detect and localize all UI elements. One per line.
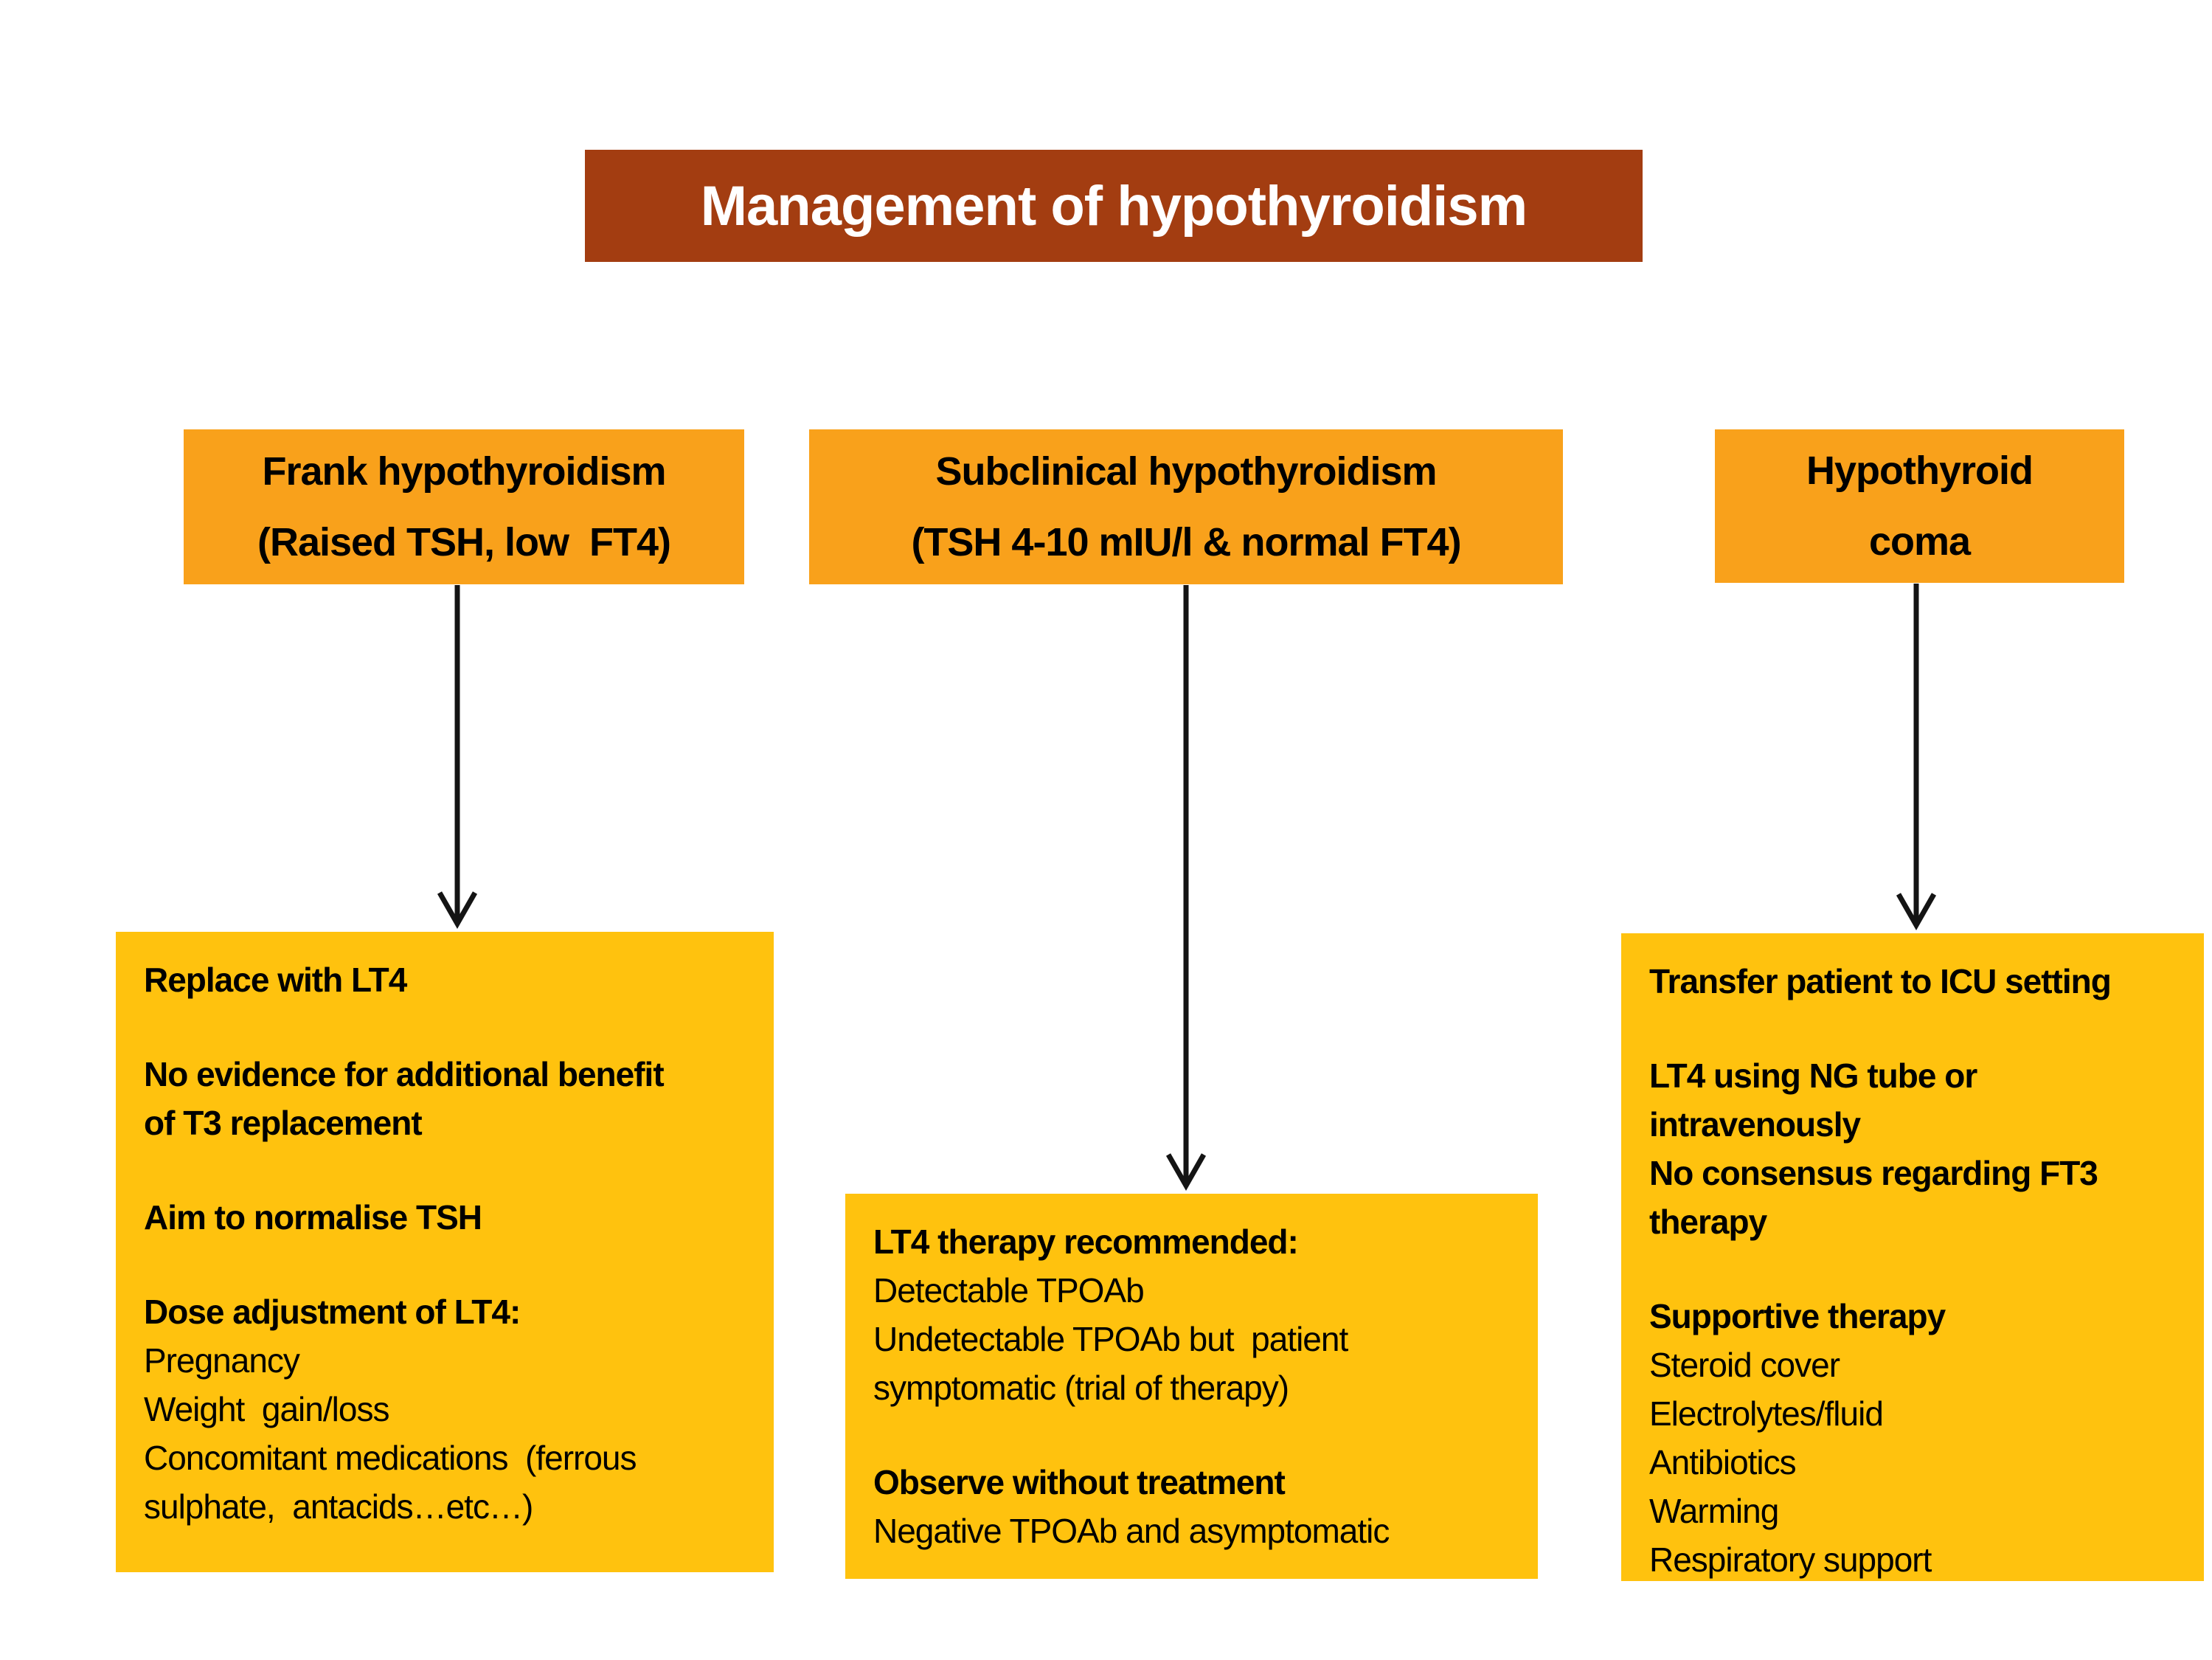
detail-box-subclinical-hypothyroidism: LT4 therapy recommended: Detectable TPOAb… bbox=[845, 1194, 1538, 1579]
body-line: Electrolytes/fluid bbox=[1649, 1394, 1884, 1433]
body-line: No consensus regarding FT3 bbox=[1649, 1154, 2098, 1192]
body-line: Negative TPOAb and asymptomatic bbox=[873, 1512, 1390, 1550]
header-frank-hypothyroidism: Frank hypothyroidism (Raised TSH, low FT4… bbox=[184, 429, 744, 584]
detail-box-frank-hypothyroidism: Replace with LT4 No evidence for addition… bbox=[116, 932, 774, 1572]
header-line: coma bbox=[1868, 519, 1971, 564]
header-line: (TSH 4-10 mIU/l & normal FT4) bbox=[911, 520, 1461, 564]
body-line: Aim to normalise TSH bbox=[144, 1198, 482, 1237]
header-line: (Raised TSH, low FT4) bbox=[257, 520, 671, 564]
body-line: Steroid cover bbox=[1649, 1346, 1840, 1384]
body-line: Observe without treatment bbox=[873, 1463, 1286, 1501]
header-line: Frank hypothyroidism bbox=[262, 449, 666, 494]
header-hypothyroid-coma: Hypothyroid coma bbox=[1715, 429, 2124, 583]
arrow-down-coma bbox=[1896, 584, 1937, 931]
arrow-down-frank bbox=[437, 585, 478, 930]
header-subclinical-hypothyroidism: Subclinical hypothyroidism (TSH 4-10 mIU/… bbox=[809, 429, 1563, 584]
body-line: Respiratory support bbox=[1649, 1540, 1932, 1579]
header-line: Subclinical hypothyroidism bbox=[935, 449, 1437, 494]
body-line: Warming bbox=[1649, 1492, 1779, 1530]
body-line: Antibiotics bbox=[1649, 1443, 1797, 1481]
body-line: Supportive therapy bbox=[1649, 1297, 1946, 1335]
header-line: Hypothyroid bbox=[1806, 449, 2034, 493]
body-line: Pregnancy bbox=[144, 1341, 300, 1380]
body-line: Replace with LT4 bbox=[144, 961, 407, 999]
body-line: Detectable TPOAb bbox=[873, 1271, 1145, 1310]
body-line: intravenously bbox=[1649, 1105, 1861, 1144]
body-line: LT4 using NG tube or bbox=[1649, 1056, 1977, 1095]
body-line: No evidence for additional benefit bbox=[144, 1055, 665, 1093]
arrow-down-subclinical bbox=[1165, 585, 1207, 1192]
body-line: Concomitant medications (ferrous bbox=[144, 1439, 637, 1477]
body-line: sulphate, antacids…etc…) bbox=[144, 1487, 533, 1526]
body-line: LT4 therapy recommended: bbox=[873, 1222, 1299, 1261]
page-title: Management of hypothyroidism bbox=[585, 150, 1643, 262]
body-line: Transfer patient to ICU setting bbox=[1649, 962, 2112, 1000]
body-line: Dose adjustment of LT4: bbox=[144, 1293, 521, 1331]
body-line: symptomatic (trial of therapy) bbox=[873, 1369, 1289, 1407]
body-line: therapy bbox=[1649, 1203, 1767, 1241]
body-line: Undetectable TPOAb but patient bbox=[873, 1320, 1348, 1358]
body-line: of T3 replacement bbox=[144, 1104, 423, 1142]
body-line: Weight gain/loss bbox=[144, 1390, 389, 1428]
